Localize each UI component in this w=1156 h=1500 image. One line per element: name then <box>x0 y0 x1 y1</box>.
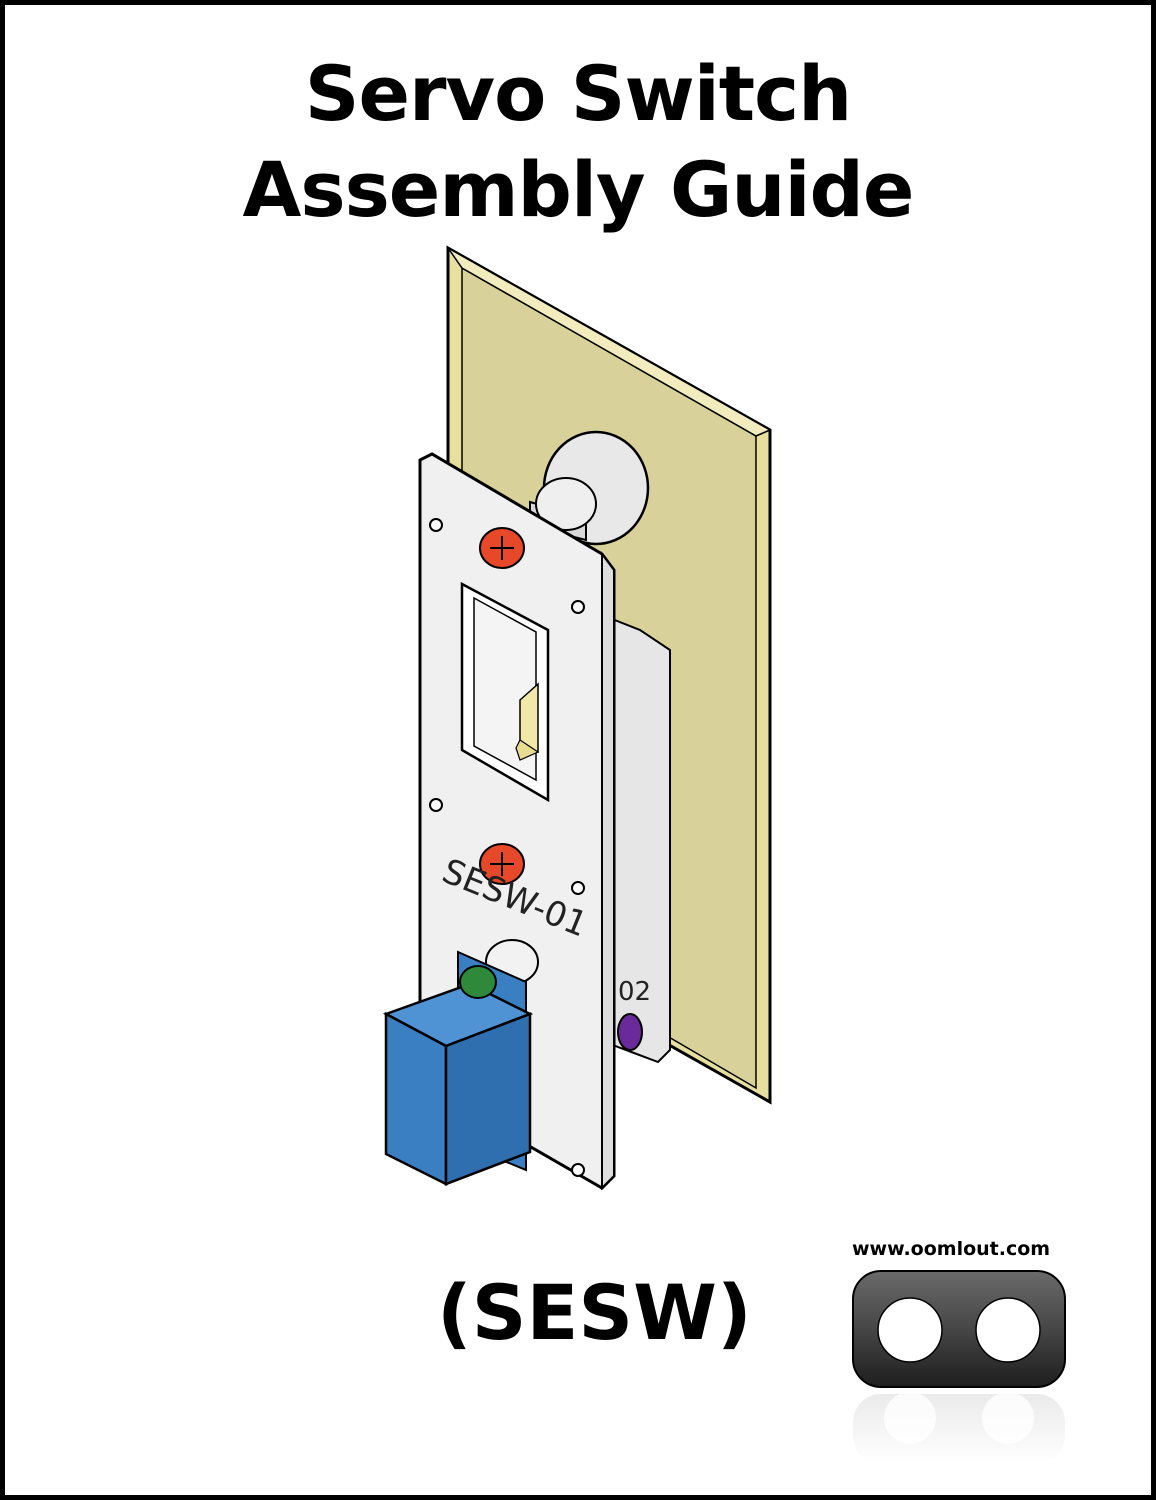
standoff <box>529 430 650 546</box>
back-plate-label: 02 <box>618 977 651 1007</box>
servo-switch-illustration: 02 SESW-01 <box>382 245 772 1191</box>
title-line-1: Servo Switch <box>304 49 852 138</box>
page-title: Servo Switch Assembly Guide <box>0 46 1156 238</box>
hole-icon <box>429 518 443 532</box>
hole-icon <box>429 798 443 812</box>
website-link[interactable]: www.oomlout.com <box>852 1238 1051 1260</box>
green-screw-icon <box>459 965 497 999</box>
oomlout-logo-icon <box>852 1270 1066 1464</box>
red-screw-icon <box>479 527 525 569</box>
purple-screw-icon <box>617 1013 643 1051</box>
back-acrylic-plate: 02 <box>601 613 671 1064</box>
logo-eye-left <box>877 1297 943 1363</box>
title-line-2: Assembly Guide <box>242 145 915 234</box>
hole-icon <box>571 881 585 895</box>
red-screw-icon <box>479 843 525 885</box>
hole-icon <box>571 1163 585 1177</box>
servo-motor <box>382 950 534 1187</box>
logo-eye-right <box>975 1297 1041 1363</box>
hole-icon <box>571 600 585 614</box>
